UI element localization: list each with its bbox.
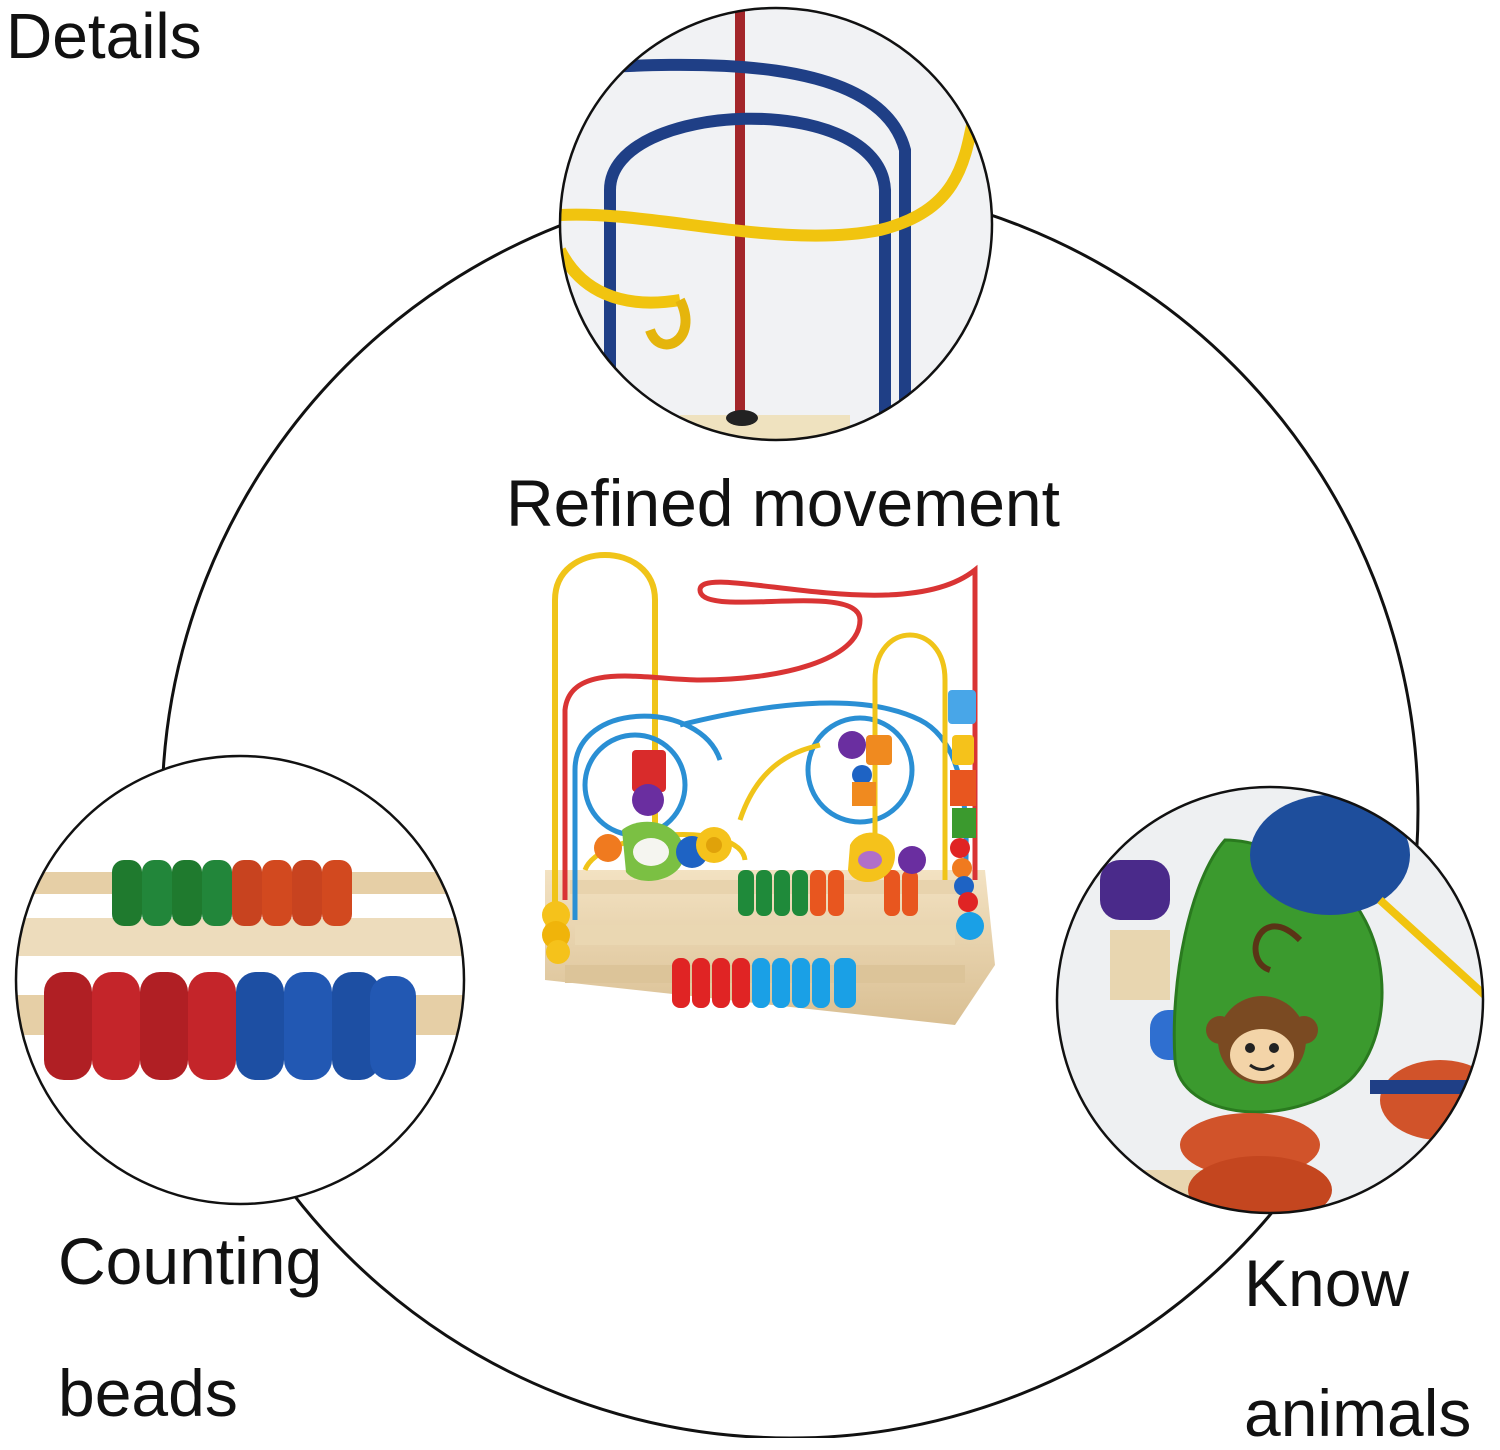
feature-label-animals: animals xyxy=(1244,1376,1472,1450)
page-title: Details xyxy=(6,0,202,72)
feature-label-know: Know xyxy=(1244,1246,1410,1320)
detail-circle-wires xyxy=(560,8,992,440)
feature-label-refined-movement: Refined movement xyxy=(506,466,1060,540)
feature-label-beads: beads xyxy=(58,1356,238,1430)
feature-label-counting: Counting xyxy=(58,1224,323,1298)
detail-circle-animals xyxy=(1057,787,1483,1213)
bead-maze-product xyxy=(542,552,995,1025)
detail-circle-beads xyxy=(16,756,464,1204)
